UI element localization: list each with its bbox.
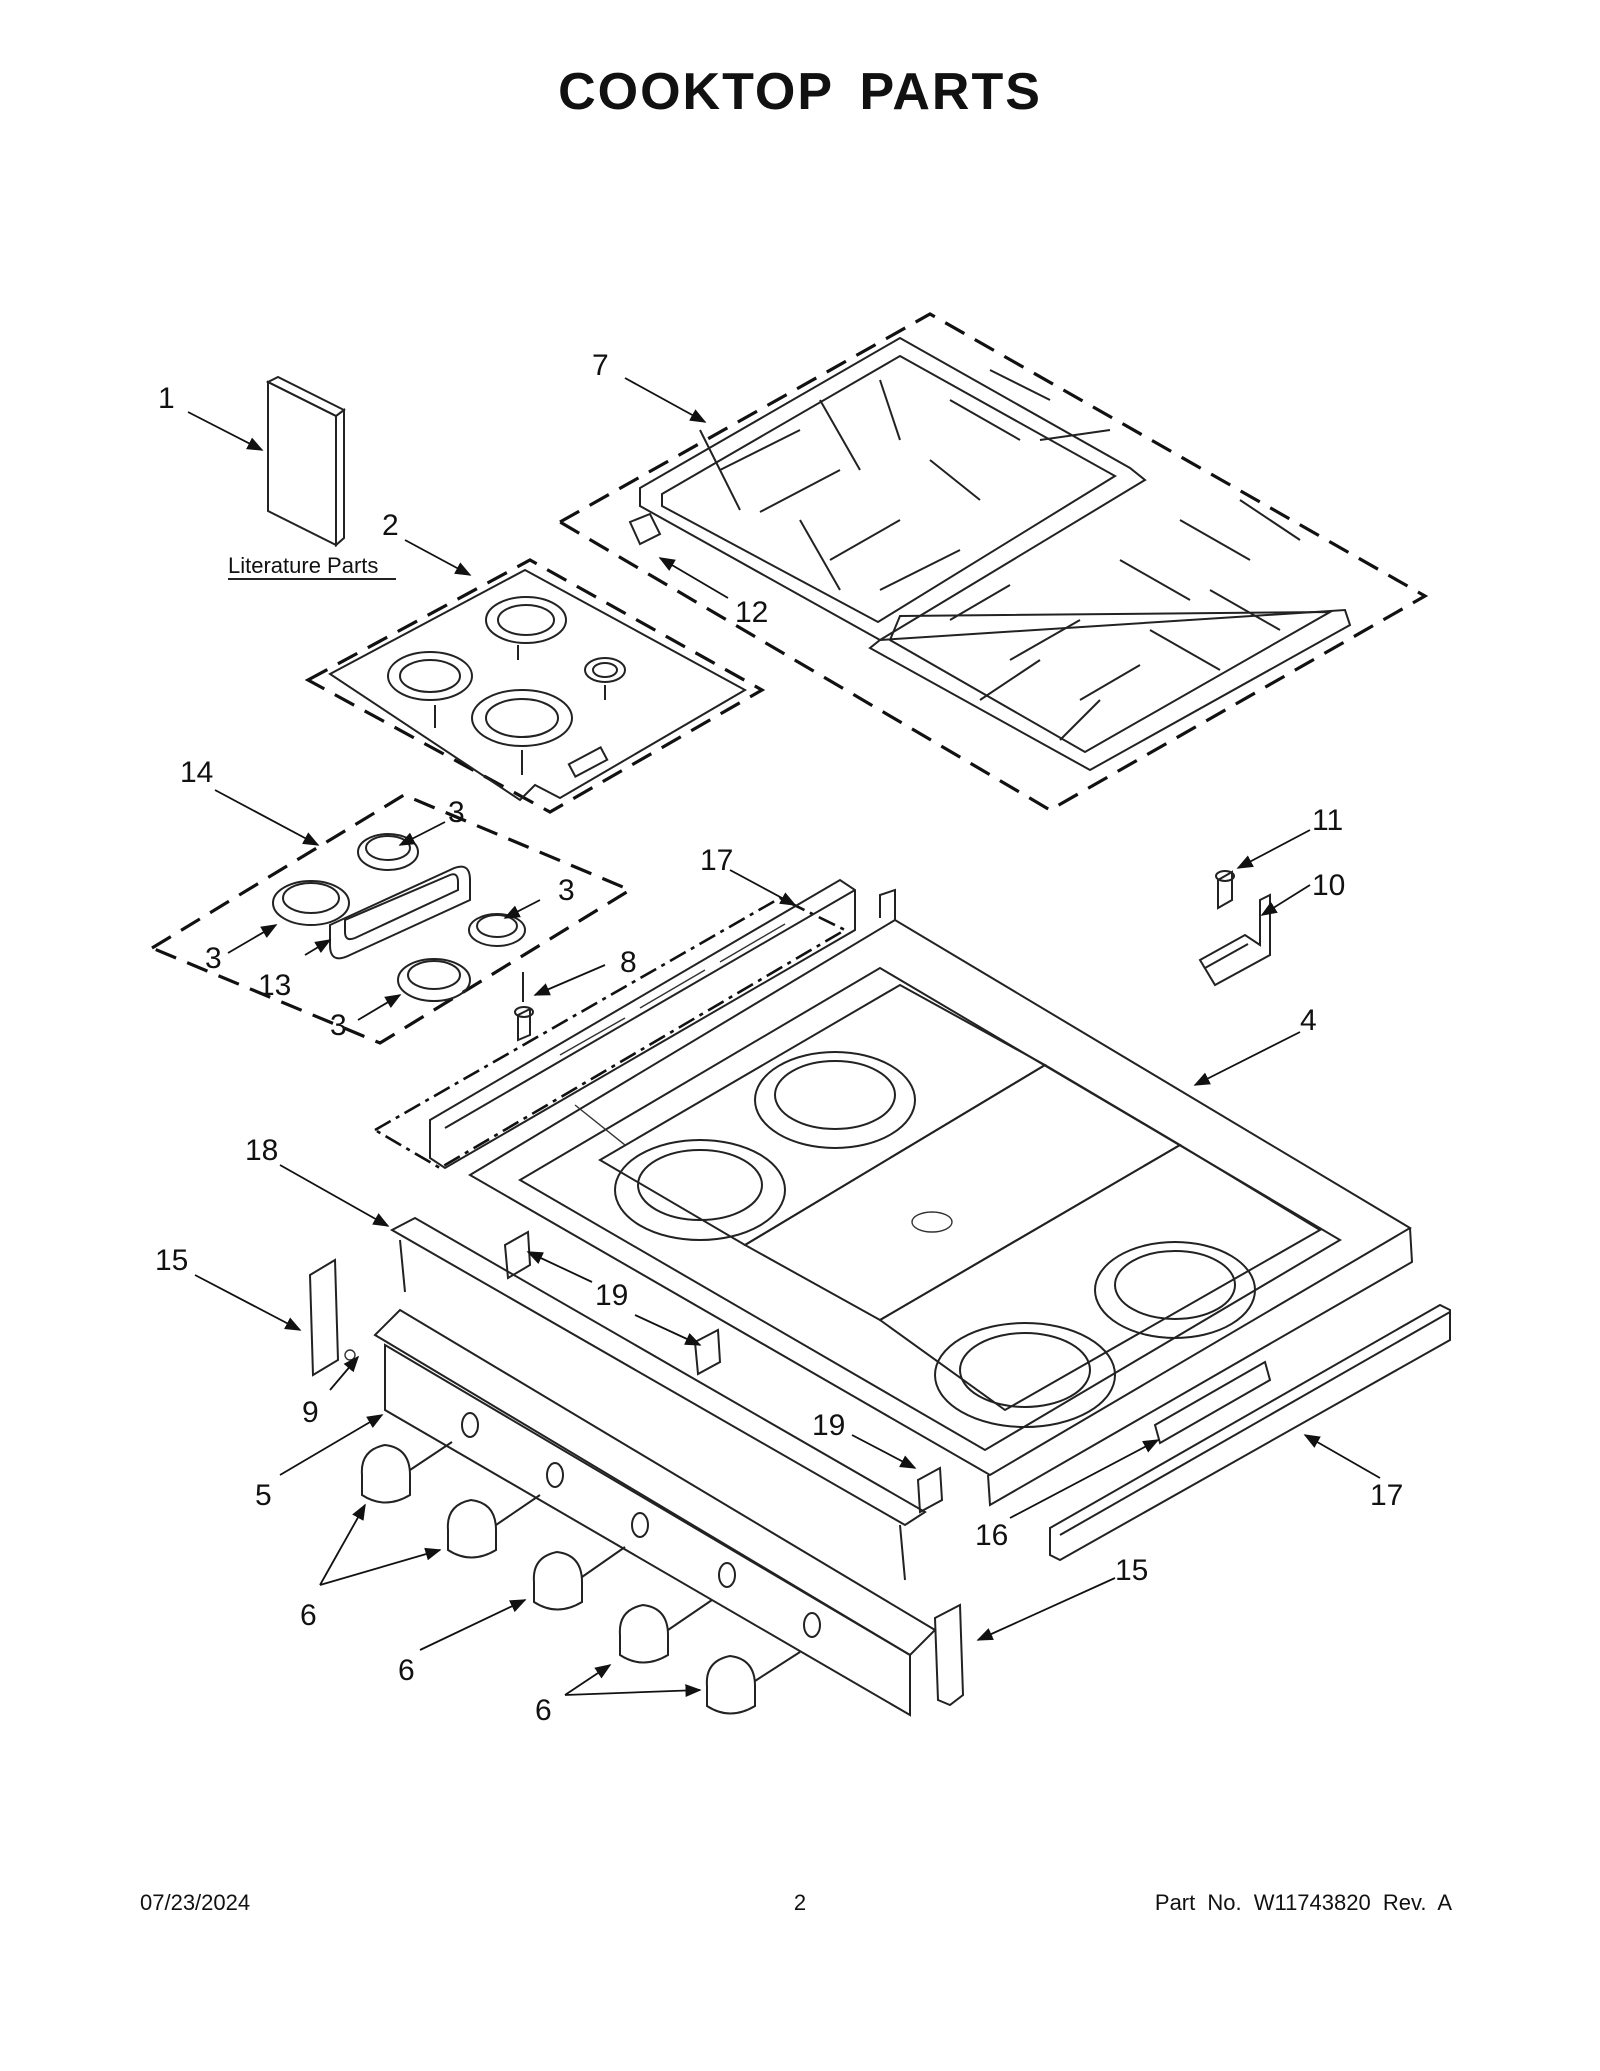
callout-3-right: 3 bbox=[558, 874, 575, 907]
callout-19-top: 19 bbox=[595, 1279, 628, 1312]
side-trim-upper bbox=[429, 878, 856, 1170]
literature-booklet bbox=[228, 375, 396, 580]
callout-7: 7 bbox=[592, 349, 609, 382]
callout-1: 1 bbox=[158, 382, 175, 415]
callout-9: 9 bbox=[302, 1396, 319, 1429]
callout-3-left: 3 bbox=[205, 942, 222, 975]
surface-burners bbox=[272, 833, 526, 1002]
callout-6-middle: 6 bbox=[398, 1654, 415, 1687]
control-panel bbox=[373, 1308, 937, 1717]
callout-16: 16 bbox=[975, 1519, 1008, 1552]
callout-15-left: 15 bbox=[155, 1244, 188, 1277]
callout-6-left: 6 bbox=[300, 1599, 317, 1632]
side-trim-lower bbox=[1049, 1303, 1451, 1562]
callout-arrows bbox=[187, 377, 1381, 1698]
callout-15-right: 15 bbox=[1115, 1554, 1148, 1587]
grate-group-outline bbox=[556, 312, 1429, 812]
callout-11: 11 bbox=[1312, 804, 1343, 837]
page-title: COOKTOP PARTS bbox=[558, 63, 1042, 121]
screw-8 bbox=[514, 972, 534, 1042]
manifold-panel bbox=[389, 1216, 944, 1581]
main-top bbox=[328, 568, 748, 802]
end-cap-left bbox=[308, 1258, 356, 1377]
callout-18: 18 bbox=[245, 1134, 278, 1167]
callout-14: 14 bbox=[180, 756, 213, 789]
end-cap-right bbox=[933, 1603, 965, 1707]
literature-parts-label: Literature Parts bbox=[228, 553, 378, 578]
side-trim-group-outline bbox=[372, 896, 848, 1170]
callout-19-bottom: 19 bbox=[812, 1409, 845, 1442]
callout-12: 12 bbox=[735, 596, 768, 629]
callout-17-bottom: 17 bbox=[1370, 1479, 1403, 1512]
callout-3-top: 3 bbox=[448, 796, 465, 829]
callout-6-right: 6 bbox=[535, 1694, 552, 1727]
footer-date: 07/23/2024 bbox=[140, 1890, 251, 1915]
main-top-group-outline bbox=[304, 558, 766, 814]
callout-17-top: 17 bbox=[700, 844, 733, 877]
callout-8: 8 bbox=[620, 946, 637, 979]
callout-13: 13 bbox=[258, 969, 291, 1002]
callout-4: 4 bbox=[1300, 1004, 1317, 1037]
callout-5: 5 bbox=[255, 1479, 272, 1512]
burner-group-outline bbox=[148, 793, 634, 1045]
callout-3-bottom: 3 bbox=[330, 1009, 347, 1042]
burner-box bbox=[468, 888, 1414, 1507]
callout-2: 2 bbox=[382, 509, 399, 542]
callout-10: 10 bbox=[1312, 869, 1345, 902]
footer-part-number: Part No. W11743820 Rev. A bbox=[1154, 1890, 1452, 1915]
cooktop-grates bbox=[628, 336, 1352, 772]
control-knobs bbox=[360, 1441, 801, 1715]
footer-page-number: 2 bbox=[793, 1890, 807, 1915]
bracket-and-screw bbox=[1198, 870, 1271, 987]
callout-labels: 1 2 7 12 14 3 3 3 3 13 17 8 11 10 4 18 1… bbox=[155, 349, 1403, 1727]
